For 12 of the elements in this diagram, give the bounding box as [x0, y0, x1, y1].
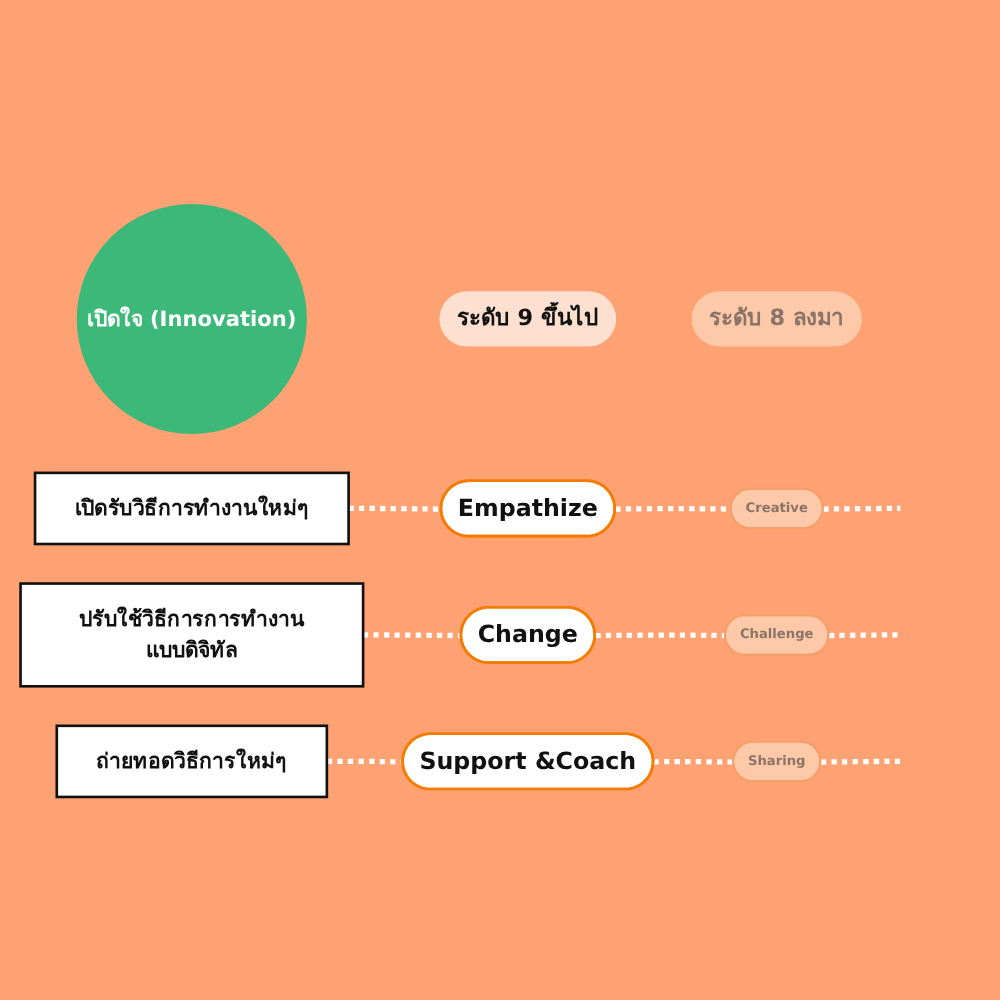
connector — [348, 505, 442, 511]
connector — [828, 631, 901, 638]
connector — [595, 631, 726, 638]
node-circle — [76, 203, 307, 434]
connector — [363, 631, 462, 638]
node-box — [19, 581, 365, 687]
node-box — [55, 723, 329, 798]
connector — [653, 758, 734, 764]
connector — [823, 505, 901, 511]
node-box — [33, 470, 350, 545]
connector — [615, 505, 732, 511]
connector — [820, 758, 901, 764]
